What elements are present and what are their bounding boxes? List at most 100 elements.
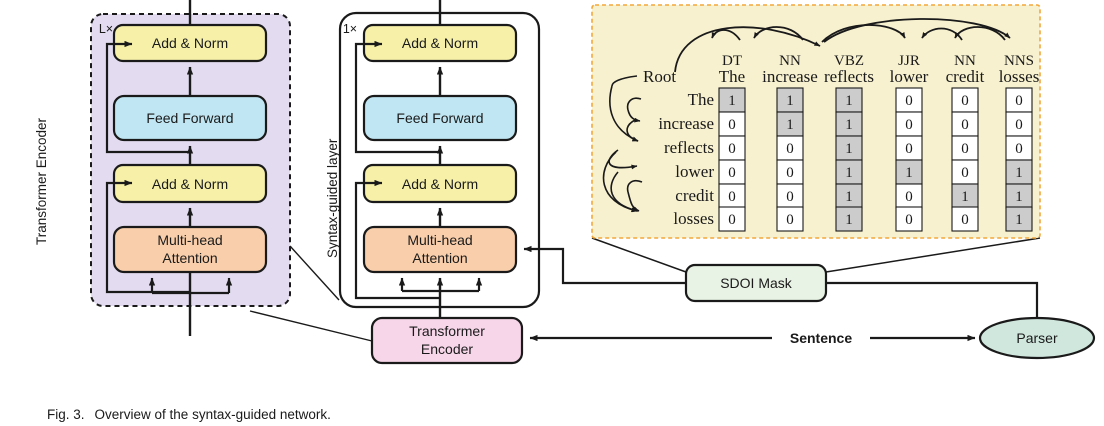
- mask-cell-r4-c5: [1005, 183, 1033, 209]
- middle-add-norm-top-label: Add & Norm: [402, 35, 478, 51]
- sdoi-detail-panel: [591, 4, 1041, 239]
- mask-cell-r2-c1: [776, 135, 804, 161]
- left-residual-lower: [105, 179, 190, 294]
- matrix-row-label-5: losses: [673, 209, 714, 228]
- arc-left-the-to-increase: [627, 109, 641, 123]
- left-multihead-attention-label-line1: Multi-head: [157, 232, 222, 248]
- mask-cell-value-r2-c3: 0: [905, 141, 913, 157]
- mask-cell-value-r1-c5: 0: [1015, 117, 1023, 133]
- mask-cell-r1-c5: [1005, 111, 1033, 137]
- matrix-row-label-2: reflects: [664, 138, 714, 157]
- pos-tag-4: NN: [954, 53, 976, 69]
- pos-tag-2: VBZ: [834, 53, 864, 69]
- sdoi-panel-leader-left: [591, 237, 687, 273]
- mask-cell-r3-c1: [776, 159, 804, 185]
- figure-caption-prefix: Fig. 3.: [47, 407, 85, 422]
- mask-cell-value-r4-c0: 0: [728, 189, 736, 205]
- parser-label: Parser: [1016, 330, 1058, 346]
- arc-reflects-to-losses: [823, 18, 1011, 43]
- sentence-word-1: increase: [762, 67, 818, 86]
- mask-cell-value-r0-c3: 0: [905, 93, 913, 109]
- mask-cell-value-r1-c1: 1: [786, 117, 794, 133]
- left-panel-expansion-leader-bottom: [249, 310, 373, 342]
- arc-left-credit: [626, 179, 643, 193]
- left-multihead-attention-label-line2: Attention: [162, 250, 217, 266]
- mask-cell-value-r4-c3: 0: [905, 189, 913, 205]
- sentence-word-0: The: [719, 67, 745, 86]
- sdoi-mask-label: SDOI Mask: [720, 275, 793, 291]
- mask-cell-value-r5-c2: 1: [845, 212, 853, 228]
- mask-cell-value-r1-c0: 0: [728, 117, 736, 133]
- middle-multihead-attention-label-line1: Multi-head: [407, 232, 472, 248]
- mask-cell-value-r5-c0: 0: [728, 212, 736, 228]
- pos-tag-5: NNS: [1004, 53, 1034, 69]
- mask-cell-r2-c2: [835, 135, 863, 161]
- mask-cell-r5-c5: [1005, 206, 1033, 232]
- matrix-row-label-3: lower: [675, 162, 714, 181]
- mask-cell-r1-c1: [776, 111, 804, 137]
- sentence-word-3: lower: [890, 67, 929, 86]
- mask-cell-value-r3-c4: 0: [961, 165, 969, 181]
- transformer-encoder-node-label-line1: Transformer: [409, 323, 485, 339]
- mask-cell-value-r2-c2: 1: [845, 141, 853, 157]
- mask-cell-value-r2-c1: 0: [786, 141, 794, 157]
- left-repeat-label: L×: [99, 22, 113, 36]
- mask-cell-r4-c3: [895, 183, 923, 209]
- mask-cell-r3-c5: [1005, 159, 1033, 185]
- sentence-edge-label: Sentence: [790, 330, 852, 346]
- arc-reflects-to-increase: [753, 26, 804, 41]
- mask-cell-value-r0-c2: 1: [845, 93, 853, 109]
- mask-cell-value-r5-c4: 0: [961, 212, 969, 228]
- figure-caption: Fig. 3.Overview of the syntax-guided net…: [32, 392, 331, 426]
- mask-cell-value-r0-c0: 1: [728, 93, 736, 109]
- dependency-root-label: Root: [643, 67, 676, 86]
- matrix-row-label-4: credit: [675, 186, 714, 205]
- mask-cell-r4-c4: [951, 183, 979, 209]
- middle-feed-forward-label: Feed Forward: [396, 110, 483, 126]
- mask-cell-r5-c2: [835, 206, 863, 232]
- mask-cell-r5-c3: [895, 206, 923, 232]
- matrix-row-label-0: The: [688, 90, 714, 109]
- dependency-arcs-top: [674, 18, 1011, 73]
- mask-cell-value-r0-c4: 0: [961, 93, 969, 109]
- mask-cell-value-r0-c5: 0: [1015, 93, 1023, 109]
- mask-cell-r5-c1: [776, 206, 804, 232]
- mask-cell-value-r5-c5: 1: [1015, 212, 1023, 228]
- mask-cell-r0-c1: [776, 87, 804, 113]
- mask-cell-r2-c0: [718, 135, 746, 161]
- middle-residual-upper: [354, 40, 440, 154]
- mask-cell-value-r4-c5: 1: [1015, 189, 1023, 205]
- mask-cell-r2-c4: [951, 135, 979, 161]
- mask-cell-r2-c5: [1005, 135, 1033, 161]
- matrix-row-label-1: increase: [658, 114, 714, 133]
- mask-cell-value-r1-c2: 1: [845, 117, 853, 133]
- arc-increase-to-the: [711, 29, 741, 41]
- mask-cell-value-r5-c1: 0: [786, 212, 794, 228]
- left-feed-forward-label: Feed Forward: [146, 110, 233, 126]
- pos-tag-3: JJR: [898, 53, 920, 69]
- arc-root-to-reflects: [674, 26, 821, 73]
- parser-to-sdoi-mask-line: [826, 281, 1039, 318]
- mask-cell-r5-c0: [718, 206, 746, 232]
- middle-multihead-attention-label-line2: Attention: [412, 250, 467, 266]
- arc-left-root: [611, 75, 638, 87]
- pos-tag-1: NN: [779, 53, 801, 69]
- sdoi-panel-leader-right: [825, 237, 1041, 273]
- transformer-encoder-node-label-line2: Encoder: [421, 341, 473, 357]
- mask-cell-value-r1-c4: 0: [961, 117, 969, 133]
- mask-cell-value-r3-c1: 0: [786, 165, 794, 181]
- left-panel-expansion-leader-top: [289, 245, 340, 301]
- mask-cell-value-r3-c2: 1: [845, 165, 853, 181]
- mask-cell-value-r4-c4: 1: [961, 189, 969, 205]
- arc-left-the: [626, 97, 642, 111]
- dependency-arcs-left: [602, 75, 643, 213]
- middle-add-norm-bottom-label: Add & Norm: [402, 176, 478, 192]
- arc-reflects-to-lower: [821, 24, 906, 43]
- middle-residual-lower: [354, 179, 440, 300]
- mask-cell-value-r2-c4: 0: [961, 141, 969, 157]
- sdoi-mask-to-layer-line: [523, 245, 686, 285]
